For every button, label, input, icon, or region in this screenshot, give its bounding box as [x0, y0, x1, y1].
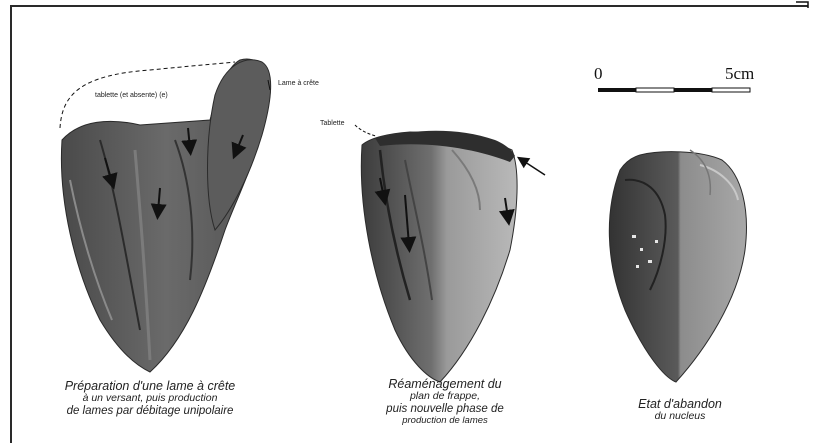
crete-lame-label: Lame à crête	[278, 80, 319, 87]
core-3-artifact	[609, 150, 746, 382]
corner-mark	[796, 2, 808, 8]
caption-1-line-2: à un versant, puis production	[30, 393, 270, 405]
caption-3: Etat d'abandon du nucleus	[610, 397, 750, 423]
scale-bar	[598, 88, 750, 92]
caption-1-line-3: de lames par débitage unipolaire	[30, 405, 270, 418]
caption-3-line-2: du nucleus	[610, 411, 750, 423]
caption-2-line-1: Réaménagement du	[360, 377, 530, 391]
caption-2-line-2: plan de frappe,	[360, 391, 530, 403]
core-2-artifact	[355, 125, 545, 382]
caption-2: Réaménagement du plan de frappe, puis no…	[360, 377, 530, 426]
caption-1: Préparation d'une lame à crête à un vers…	[30, 379, 270, 418]
tablette-absente-label: tablette (et absente) (e)	[95, 92, 168, 99]
scale-end-label: 5cm	[725, 64, 754, 84]
scale-start-label: 0	[594, 64, 603, 84]
caption-1-line-1: Préparation d'une lame à crête	[30, 379, 270, 393]
caption-2-line-4: production de lames	[360, 416, 530, 427]
core-1-artifact	[60, 59, 271, 372]
caption-2-line-3: puis nouvelle phase de	[360, 403, 530, 416]
tablette-label: Tablette	[320, 120, 345, 127]
caption-3-line-1: Etat d'abandon	[610, 397, 750, 411]
